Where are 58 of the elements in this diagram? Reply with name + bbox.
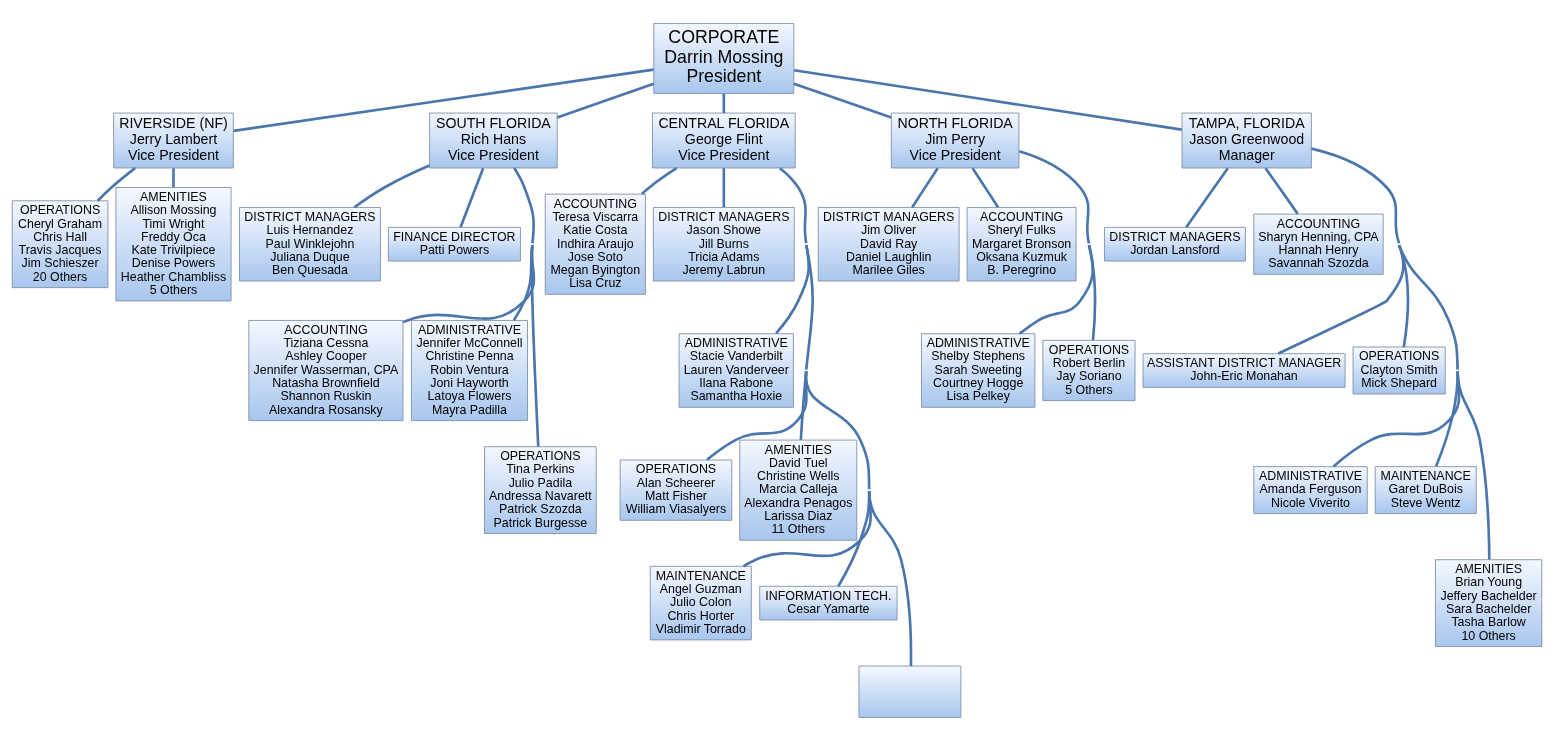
node-box: DISTRICT MANAGERS Jordan Lansford xyxy=(1104,226,1246,261)
connector xyxy=(742,370,873,567)
connector xyxy=(640,166,678,195)
connector xyxy=(1264,166,1299,215)
node-box: MAINTENANCE Garet DuBois Steve Wentz xyxy=(1374,465,1477,514)
connector xyxy=(1018,149,1095,335)
node-box: AMENITIES Allison Mossing Timi Wright Freddy Oca Kate Trivilpiece Denise Powers Heather Chambliss 5 Others xyxy=(115,186,232,301)
node-box: ACCOUNTING Sheryl Fulks Margaret Bronson Oksana Kuzmuk B. Peregrino xyxy=(966,206,1077,281)
node-box: OPERATIONS Alan Scheerer Matt Fisher William Viasalyers xyxy=(619,459,733,521)
connector xyxy=(353,163,430,208)
node-box: AMENITIES David Tuel Christine Wells Marcia Calleja Alexandra Penagos Larissa Diaz 11 Others xyxy=(739,439,858,541)
connector xyxy=(1277,146,1405,355)
connector xyxy=(793,81,892,119)
connector xyxy=(1087,244,1097,340)
node-box: ADMINISTRATIVE Shelby Stephens Sarah Sweeting Courtney Hogge Lisa Pelkey xyxy=(921,332,1036,408)
connector xyxy=(722,167,726,207)
node-box: INFORMATION TECH. Cesar Yamarte xyxy=(759,585,898,620)
connector xyxy=(911,166,939,208)
node-box: CENTRAL FLORIDA George Flint Vice President xyxy=(652,112,796,168)
node-box: ASSISTANT DISTRICT MANAGER John-Eric Monahan xyxy=(1142,352,1346,388)
connector xyxy=(233,67,654,132)
node-box: ADMINISTRATIVE Amanda Ferguson Nicole Viverito xyxy=(1253,465,1368,514)
node-box: NORTH FLORIDA Jim Perry Vice President xyxy=(890,112,1020,168)
node-box: CORPORATE Darrin Mossing President xyxy=(653,22,795,94)
node-box: DISTRICT MANAGERS Jason Showe Jill Burns Tricia Adams Jeremy Labrun xyxy=(652,206,795,281)
node-box: ACCOUNTING Sharyn Henning, CPA Hannah Henry Savannah Szozda xyxy=(1253,213,1384,275)
node-box: ACCOUNTING Teresa Viscarra Katie Costa Indhira Araujo Jose Soto Megan Byington Lisa Cruz xyxy=(544,193,646,295)
connector xyxy=(1456,370,1491,560)
connector xyxy=(1332,244,1461,467)
node-box: OPERATIONS Tina Perkins Julio Padila Andressa Navarett Patrick Szozda Patrick Burgesse xyxy=(484,445,597,534)
node-box: MAINTENANCE Angel Guzman Julio Colon Chris Horter Vladimir Torrado xyxy=(649,565,752,640)
node-box: RIVERSIDE (NF) Jerry Lambert Vice President xyxy=(113,112,234,168)
node-box: DISTRICT MANAGERS Jim Oliver David Ray Daniel Laughlin Marilee Giles xyxy=(817,206,960,281)
connector xyxy=(971,166,1000,208)
connector xyxy=(775,166,811,334)
node-box: FINANCE DIRECTOR Patti Powers xyxy=(387,226,521,261)
node-box: OPERATIONS Cheryl Graham Chris Hall Travis Jacques Jim Schieszer 20 Others xyxy=(11,199,109,288)
node-box: OPERATIONS Robert Berlin Jay Soriano 5 Others xyxy=(1042,339,1136,401)
connector xyxy=(867,490,913,666)
connector xyxy=(459,167,485,228)
connector xyxy=(1185,166,1229,228)
connector xyxy=(706,244,814,461)
connector xyxy=(530,244,540,447)
connector xyxy=(793,68,1182,131)
connector xyxy=(402,166,536,323)
node-box: ADMINISTRATIVE Jennifer McConnell Christine Penna Robin Ventura Joni Hayworth Latoya Flowers Mayra Padilla xyxy=(411,319,528,421)
connector xyxy=(96,166,136,202)
node-box: SOUTH FLORIDA Rich Hans Vice President xyxy=(429,112,558,168)
node-box: DISTRICT MANAGERS Luis Hernandez Paul Winklejohn Juliana Duque Ben Quesada xyxy=(239,206,381,281)
node-box: OPERATIONS Clayton Smith Mick Shepard xyxy=(1352,346,1446,394)
connector xyxy=(556,82,655,119)
node-box: AMENITIES Brian Young Jeffery Bachelder Sara Bachelder Tasha Barlow 10 Others xyxy=(1435,558,1543,647)
node-box xyxy=(858,665,962,718)
node-box: ACCOUNTING Tiziana Cessna Ashley Cooper Jennifer Wasserman, CPA Natasha Brownfield Shannon Ruskin Alexandra Rosansky xyxy=(248,319,404,421)
node-box: ADMINISTRATIVE Stacie Vanderbilt Lauren Vanderveer Ilana Rabone Samantha Hoxie xyxy=(678,332,794,408)
connector xyxy=(172,167,175,187)
node-box: TAMPA, FLORIDA Jason Greenwood Manager xyxy=(1181,112,1312,168)
connector xyxy=(722,93,726,113)
